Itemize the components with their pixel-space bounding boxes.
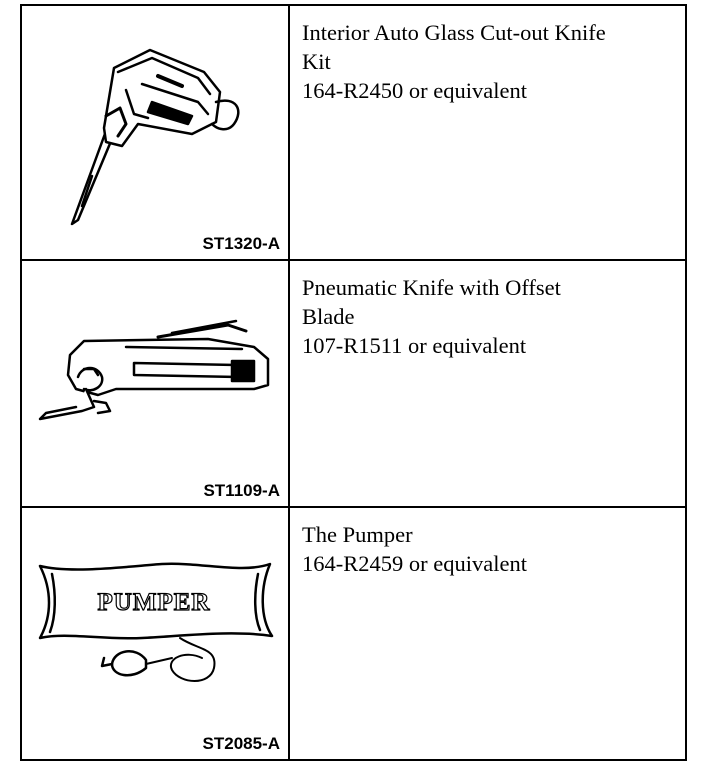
tool-name: Pneumatic Knife with Offset — [302, 274, 561, 300]
tool-name: The Pumper — [302, 522, 413, 548]
figure-code: ST1109-A — [203, 481, 280, 501]
tool-illustration-cell: PUMPER ST2085-A — [20, 506, 290, 761]
pneumatic-knife-icon — [38, 319, 270, 420]
tool-row: ST1320-A Interior Auto Glass Cut-out Kni… — [20, 4, 687, 261]
tool-part-number: 164-R2459 or equivalent — [302, 551, 527, 577]
pumper-icon: PUMPER — [38, 562, 274, 683]
tool-name: Interior Auto Glass Cut-out Knife — [302, 20, 606, 45]
tool-illustration-cell: ST1320-A — [20, 4, 290, 261]
tool-part-number: 107-R1511 or equivalent — [302, 332, 527, 358]
tool-row: PUMPER ST2085-A The Pumper 164-R2459 or … — [20, 506, 687, 761]
glass-cutout-knife-icon — [70, 48, 240, 226]
tool-name-continued: Kit — [302, 49, 331, 74]
tool-illustration-cell: ST1109-A — [20, 258, 290, 509]
figure-code: ST2085-A — [202, 734, 280, 753]
tool-part-number: 164-R2450 or equivalent — [302, 78, 527, 103]
figure-code: ST1320-A — [202, 233, 280, 253]
tool-name-continued: Blade — [302, 303, 355, 329]
pumper-bag-label: PUMPER — [98, 589, 211, 616]
tool-description-cell: Interior Auto Glass Cut-out Knife Kit 16… — [288, 4, 687, 261]
tool-description-cell: The Pumper 164-R2459 or equivalent — [288, 506, 687, 761]
special-tools-table: ST1320-A Interior Auto Glass Cut-out Kni… — [20, 4, 687, 761]
tool-row: ST1109-A Pneumatic Knife with Offset Bla… — [20, 258, 687, 509]
tool-description-cell: Pneumatic Knife with Offset Blade 107-R1… — [288, 258, 687, 509]
